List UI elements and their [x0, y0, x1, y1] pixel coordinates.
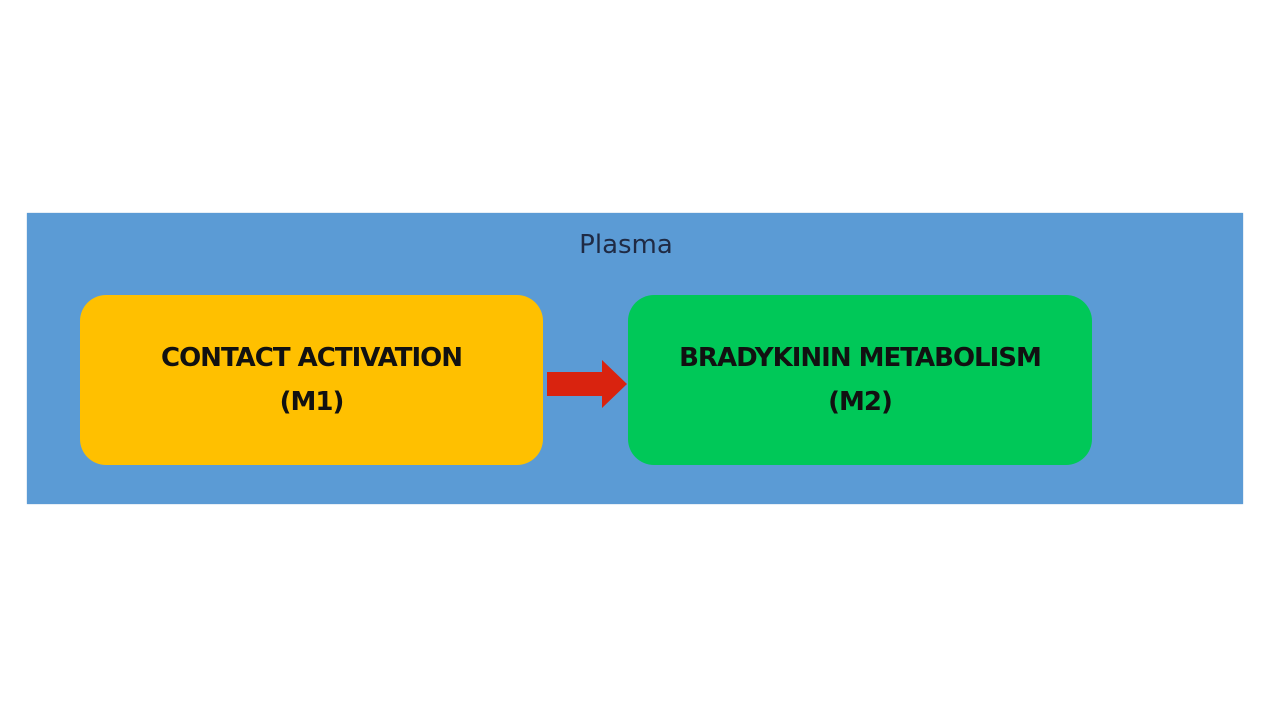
node-m2-code: (M2) [828, 387, 893, 417]
arrow-m1-to-m2 [547, 360, 627, 408]
plasma-label: Plasma [579, 230, 673, 260]
plasma-container: Plasma CONTACT ACTIVATION (M1) BRADYKINI… [27, 213, 1243, 504]
node-contact-activation: CONTACT ACTIVATION (M1) [80, 295, 543, 465]
node-m2-title: BRADYKININ METABOLISM [679, 343, 1042, 373]
node-bradykinin-metabolism: BRADYKININ METABOLISM (M2) [628, 295, 1092, 465]
node-m1-title: CONTACT ACTIVATION [161, 343, 463, 373]
node-m1-code: (M1) [279, 387, 345, 417]
arrow-right-icon [547, 360, 627, 408]
